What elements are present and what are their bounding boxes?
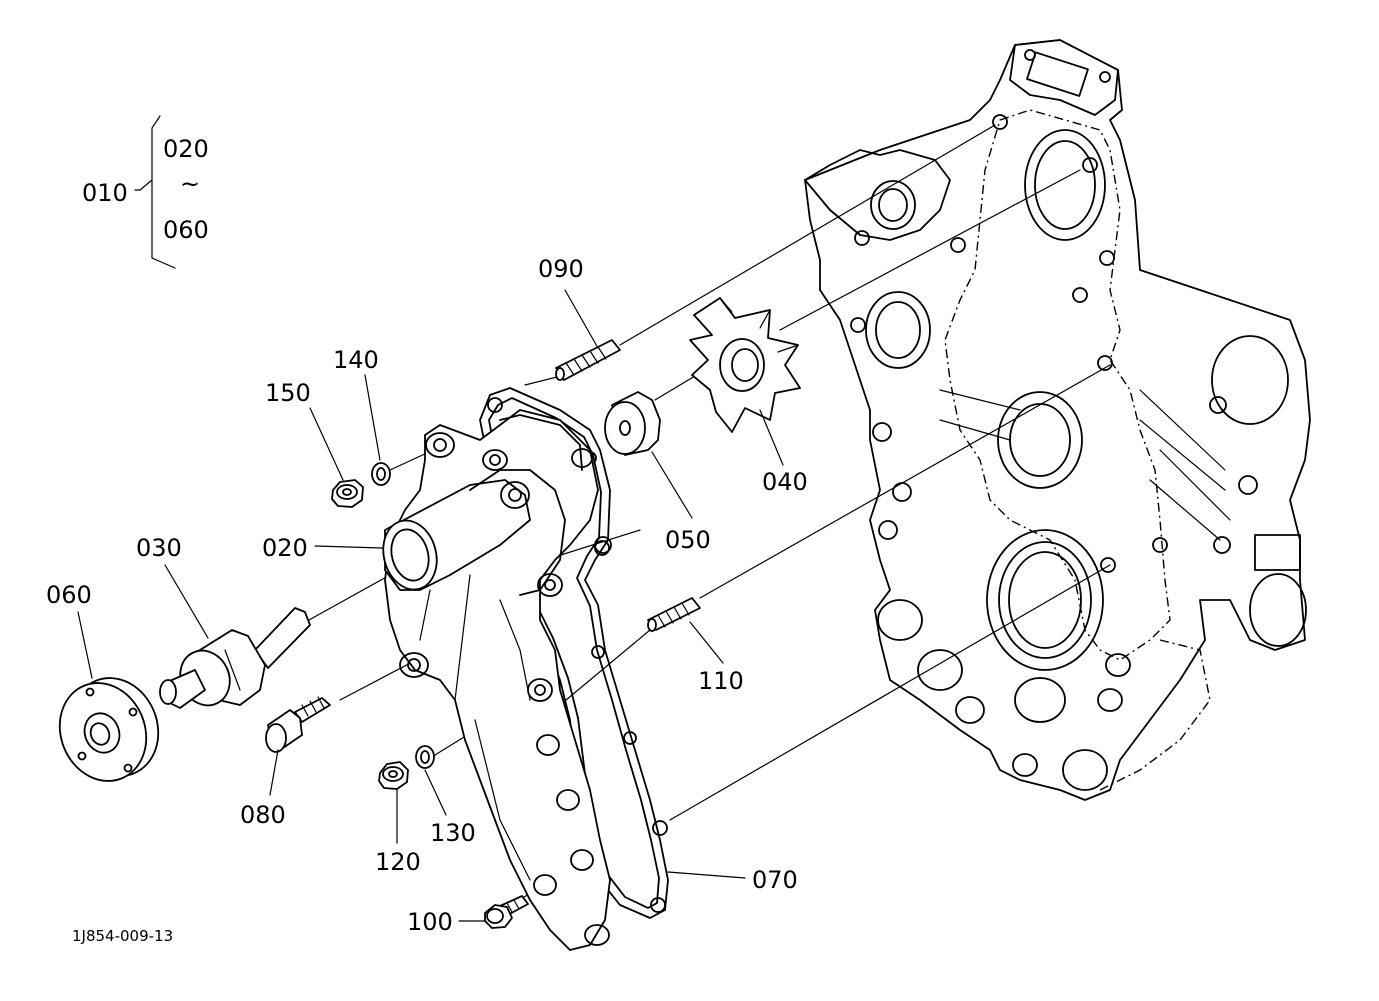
washer-130 [415, 745, 435, 769]
label-020: 020 [262, 534, 308, 562]
bolt-080 [265, 696, 331, 753]
assembly-bracket [134, 115, 176, 269]
gear-case [804, 39, 1311, 801]
pump-housing-020 [382, 409, 612, 951]
label-040: 040 [762, 468, 808, 496]
label-120: 120 [375, 848, 421, 876]
label-090: 090 [538, 255, 584, 283]
figure-code: 1J854-009-13 [72, 927, 173, 945]
label-130: 130 [430, 819, 476, 847]
washer-140 [371, 462, 391, 486]
nut-150 [331, 479, 364, 508]
stud-090 [555, 339, 621, 381]
label-110: 110 [698, 667, 744, 695]
label-100: 100 [407, 908, 453, 936]
label-080: 080 [240, 801, 286, 829]
label-060: 060 [46, 581, 92, 609]
seal-050 [604, 391, 661, 456]
flange-060 [58, 677, 160, 782]
label-range-020: 020 [163, 135, 209, 163]
label-030: 030 [136, 534, 182, 562]
nut-120 [378, 761, 409, 790]
label-050: 050 [665, 526, 711, 554]
label-range-tilde: ~ [180, 170, 200, 198]
leader-lines [77, 289, 784, 922]
bearing-030 [159, 607, 311, 709]
label-070: 070 [752, 866, 798, 894]
label-010: 010 [82, 179, 128, 207]
label-range-060: 060 [163, 216, 209, 244]
bolt-100 [484, 895, 529, 929]
label-140: 140 [333, 346, 379, 374]
label-150: 150 [265, 379, 311, 407]
stud-110 [647, 597, 701, 632]
impeller-040 [689, 297, 801, 433]
